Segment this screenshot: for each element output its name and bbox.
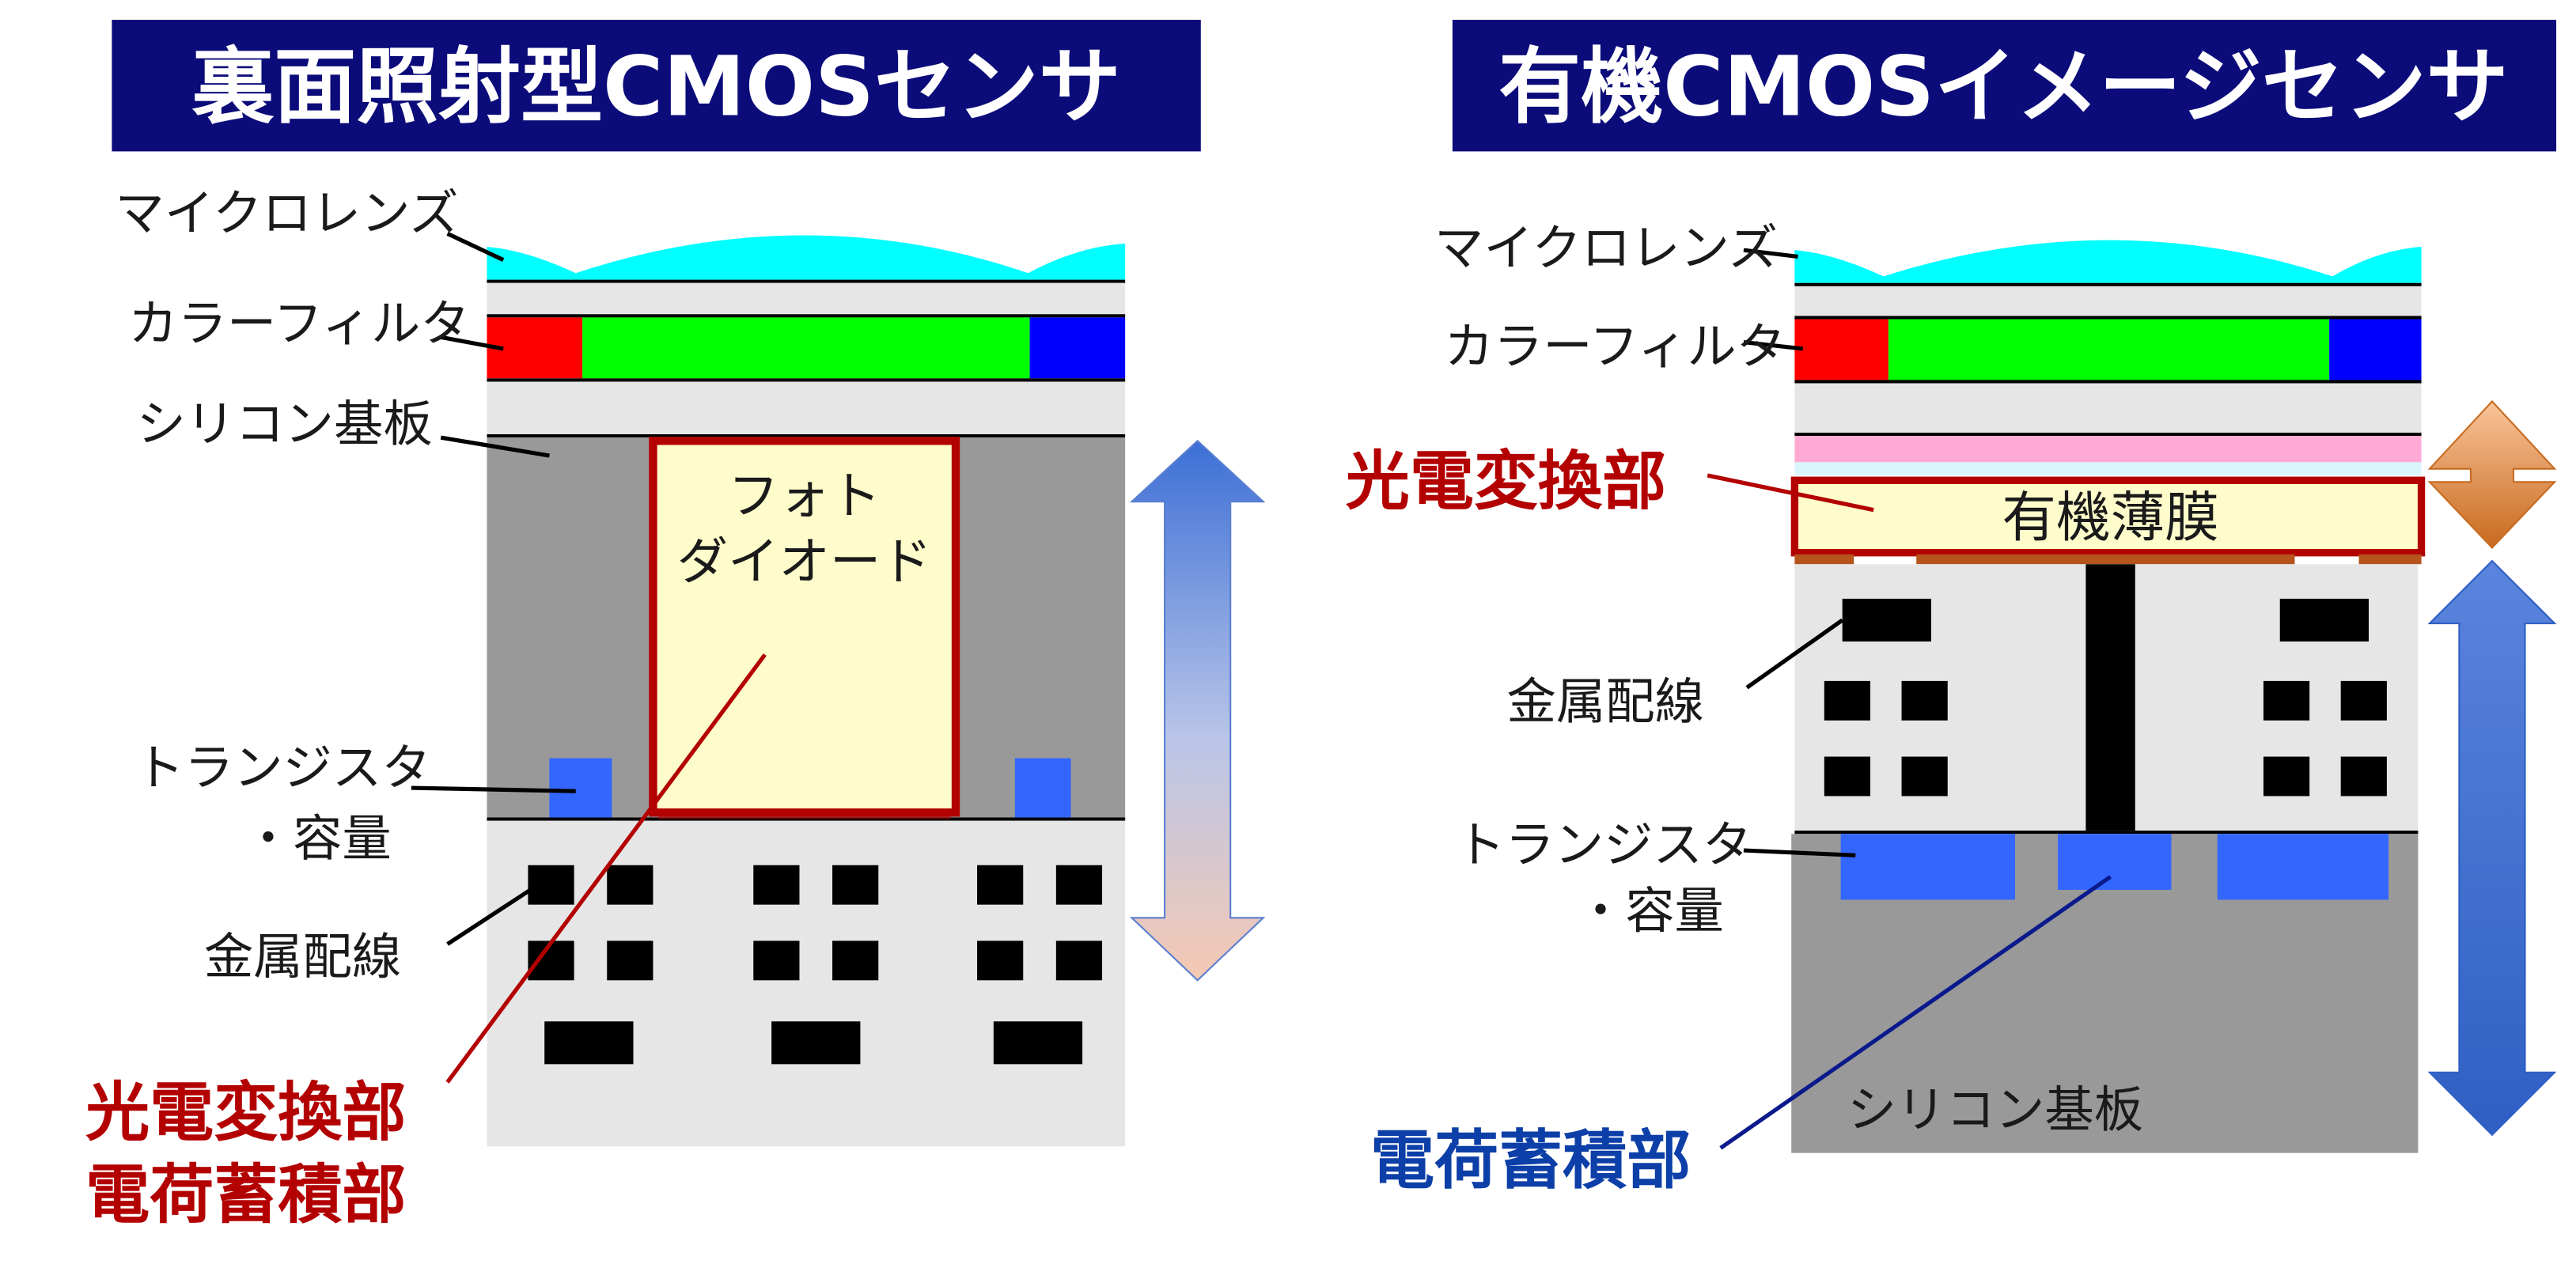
right-label-microlens: マイクロレンズ bbox=[1434, 219, 1778, 277]
left-label-metal-wiring: 金属配線 bbox=[204, 928, 401, 986]
right-wire-block bbox=[1824, 680, 1871, 721]
left-wire-block bbox=[993, 1021, 1083, 1065]
right-label-photoconversion: 光電変換部 bbox=[1346, 445, 1666, 519]
left-leader-transistor bbox=[411, 785, 576, 793]
left-filter-green bbox=[582, 317, 1030, 379]
left-photodiode-label-1: フォト bbox=[728, 467, 881, 526]
left-wire-block bbox=[1055, 865, 1103, 905]
right-leader-microlens bbox=[1743, 248, 1798, 259]
right-label-charge-storage: 電荷蓄積部 bbox=[1370, 1124, 1691, 1198]
right-organic-film-label: 有機薄膜 bbox=[2002, 486, 2218, 550]
right-leader-photoconversion bbox=[1707, 473, 1874, 513]
left-wire-block bbox=[1055, 940, 1103, 981]
left-wire-block bbox=[607, 865, 653, 905]
left-label-color-filter: カラーフィルタ bbox=[128, 295, 470, 353]
left-callout-charge-storage: 電荷蓄積部 bbox=[85, 1159, 406, 1233]
left-leader-silicon bbox=[440, 435, 550, 458]
right-wire-block bbox=[1824, 756, 1871, 797]
right-organic-film bbox=[1790, 476, 2426, 557]
left-callout-photoconversion: 光電変換部 bbox=[85, 1077, 406, 1151]
right-layer-gap-1 bbox=[1794, 286, 2422, 316]
left-wire-block bbox=[544, 1021, 634, 1065]
right-electrode bbox=[1916, 554, 2295, 565]
right-label-silicon: シリコン基板 bbox=[1847, 1081, 2143, 1138]
right-transistor-right bbox=[2217, 834, 2388, 900]
right-wire-block bbox=[2340, 680, 2387, 721]
left-photodiode-label-2: ダイオード bbox=[677, 532, 932, 592]
left-title-bar bbox=[112, 20, 1201, 152]
left-label-silicon: シリコン基板 bbox=[137, 395, 433, 452]
left-wire-block bbox=[753, 865, 800, 905]
right-filter-blue bbox=[2329, 319, 2422, 380]
right-wire-block bbox=[1842, 598, 1931, 642]
left-transistor-right bbox=[1014, 758, 1071, 818]
right-leader-metal bbox=[1745, 618, 1844, 690]
left-wire-block bbox=[528, 940, 574, 981]
right-label-color-filter: カラーフィルタ bbox=[1445, 318, 1786, 376]
right-title: 有機CMOSイメージセンサ bbox=[1498, 40, 2508, 135]
right-orange-double-arrow bbox=[2427, 399, 2557, 549]
left-microlens bbox=[487, 235, 1126, 280]
left-leader-metal bbox=[446, 886, 535, 946]
right-leader-color-filter bbox=[1743, 340, 1804, 351]
left-layer-gap-2 bbox=[487, 381, 1126, 435]
right-wire-block bbox=[2340, 756, 2387, 797]
right-layer-gap-2 bbox=[1794, 383, 2422, 433]
right-transistor-center bbox=[2058, 834, 2172, 890]
left-wire-block bbox=[832, 940, 879, 981]
left-wire-block bbox=[977, 865, 1024, 905]
left-filter-blue bbox=[1029, 317, 1126, 379]
right-electrode bbox=[2358, 554, 2422, 565]
right-leader-charge-storage bbox=[1719, 875, 2112, 1150]
right-wire-block bbox=[2263, 680, 2310, 721]
left-wire-block bbox=[753, 940, 800, 981]
right-leader-transistor bbox=[1743, 848, 1856, 857]
left-wire-block bbox=[771, 1021, 861, 1065]
left-wire-block bbox=[607, 940, 653, 981]
left-photodiode-base bbox=[657, 809, 951, 819]
left-leader-microlens bbox=[446, 232, 505, 262]
left-label-transistor-2: ・容量 bbox=[244, 809, 392, 867]
right-panel: 有機CMOSイメージセンサ 有機薄膜 bbox=[1346, 20, 2557, 1198]
right-wire-block bbox=[2263, 756, 2310, 797]
right-filter-red bbox=[1794, 319, 1888, 380]
right-blue-double-arrow bbox=[2427, 559, 2557, 1137]
right-metal-wiring-blocks bbox=[1824, 598, 2387, 797]
right-wire-block bbox=[2279, 598, 2370, 642]
right-pink-layer bbox=[1794, 436, 2422, 463]
left-double-arrow bbox=[1129, 439, 1266, 982]
right-via bbox=[2085, 564, 2135, 831]
right-cyan-layer bbox=[1794, 462, 2422, 476]
right-wire-block bbox=[1901, 756, 1948, 797]
right-microlens bbox=[1794, 240, 2422, 283]
right-electrode bbox=[1794, 554, 1854, 565]
left-wire-block bbox=[528, 865, 574, 905]
left-leader-color-filter bbox=[440, 335, 504, 351]
left-leader-photodiode bbox=[445, 653, 767, 1084]
right-label-transistor-1: トランジスタ bbox=[1456, 816, 1752, 874]
right-label-transistor-2: ・容量 bbox=[1576, 882, 1724, 940]
right-title-bar bbox=[1452, 20, 2557, 152]
left-metal-wiring-blocks bbox=[528, 865, 1103, 1065]
left-title: 裏面照射型CMOSセンサ bbox=[191, 40, 1120, 135]
right-label-metal-wiring: 金属配線 bbox=[1507, 673, 1704, 731]
right-filter-green bbox=[1888, 319, 2330, 380]
left-layer-gap-1 bbox=[487, 282, 1126, 316]
left-panel: 裏面照射型CMOSセンサ フォト ダイオード bbox=[85, 20, 1266, 1233]
left-wire-block bbox=[832, 865, 879, 905]
left-wire-block bbox=[977, 940, 1024, 981]
left-wiring-layer bbox=[487, 820, 1126, 1147]
left-transistor-left bbox=[549, 758, 612, 818]
right-transistor-left bbox=[1840, 834, 2015, 900]
left-label-microlens: マイクロレンズ bbox=[116, 184, 459, 242]
left-label-transistor-1: トランジスタ bbox=[134, 739, 430, 797]
right-wire-block bbox=[1901, 680, 1948, 721]
